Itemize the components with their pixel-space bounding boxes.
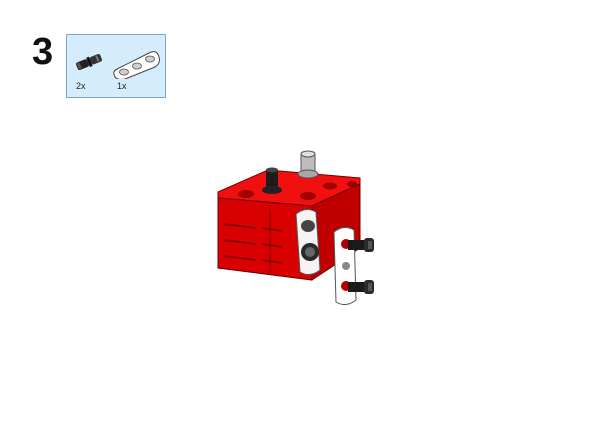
black-axle-pin-icon [73,51,105,78]
part-quantity: 1x [117,81,127,91]
parts-list-callout: 2x 1x [66,34,166,98]
white-beam-3-icon [111,45,163,84]
assembly-model-illustration [210,140,390,315]
step-number: 3 [32,31,54,73]
part-quantity: 2x [76,81,86,91]
